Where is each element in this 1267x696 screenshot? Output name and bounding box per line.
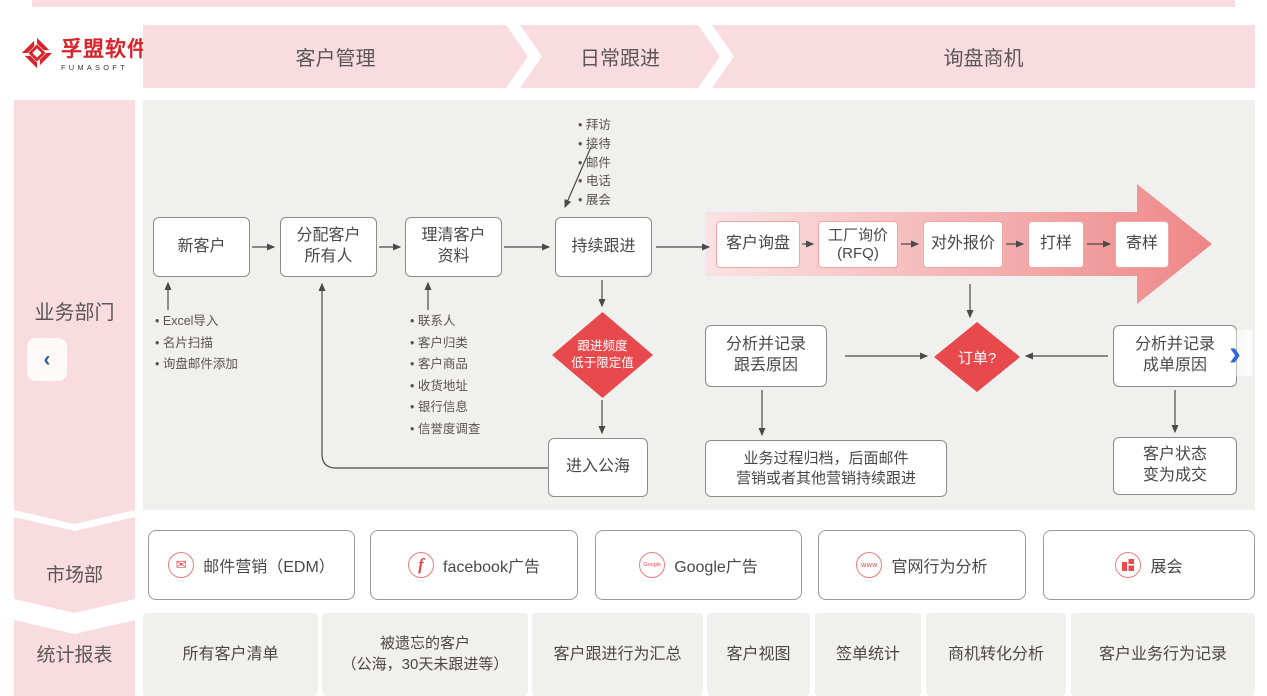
flow-box-assign-owner: 分配客户 所有人: [280, 217, 377, 277]
chevron-right-icon: ›: [1229, 332, 1241, 373]
followup-methods-list: 拜访 接待 邮件 电话 展会: [578, 116, 611, 210]
header-stage-customer-management: 客户管理: [143, 25, 528, 88]
flow-box-lost-analysis: 分析并记录 跟丢原因: [705, 325, 827, 387]
band-step-send-sample: 寄样: [1115, 221, 1169, 268]
list-item: 联系人: [410, 311, 480, 333]
fumasoft-logo-icon: [20, 36, 54, 75]
carousel-next-button[interactable]: ›: [1218, 330, 1252, 376]
chevron-left-icon: ‹: [43, 347, 51, 371]
marketing-label: Google广告: [674, 559, 758, 576]
band-step-customer-inquiry: 客户询盘: [716, 221, 800, 268]
list-item: 展会: [578, 191, 611, 210]
report-tile-followup-summary: 客户跟进行为汇总: [532, 613, 703, 696]
marketing-label: 邮件营销（EDM）: [203, 559, 335, 576]
marketing-label: 展会: [1150, 559, 1183, 576]
sidebar-section-marketing-dept: [14, 517, 135, 613]
sidebar-label-marketing-dept: 市场部: [45, 565, 103, 586]
envelope-icon: ✉: [168, 552, 195, 578]
report-tile-customer-activity-log: 客户业务行为记录: [1071, 613, 1255, 696]
report-tile-all-customers: 所有客户清单: [143, 613, 318, 696]
report-tile-customer-view: 客户视图: [707, 613, 810, 696]
header-stage-daily-followup: 日常跟进: [520, 25, 720, 88]
flow-box-won-analysis: 分析并记录 成单原因: [1113, 325, 1237, 387]
list-item: Excel导入: [155, 311, 238, 333]
band-step-factory-rfq: 工厂询价 (RFQ): [818, 221, 898, 268]
list-item: 询盘邮件添加: [155, 354, 238, 376]
flow-box-new-customer: 新客户: [153, 217, 250, 277]
flow-box-clarify-info: 理清客户 资料: [405, 217, 502, 277]
logo-subtitle: FUMASOFT: [61, 63, 128, 73]
list-item: 银行信息: [410, 397, 480, 419]
fumasoft-logo: 孚盟软件 FUMASOFT: [20, 36, 149, 75]
marketing-item-google: Google Google广告: [595, 530, 802, 600]
list-item: 接待: [578, 135, 611, 154]
list-item: 名片扫描: [155, 333, 238, 355]
booth-icon: [1115, 552, 1142, 578]
list-item: 邮件: [578, 154, 611, 173]
sidebar-label-reports: 统计报表: [36, 645, 113, 666]
list-item: 收货地址: [410, 376, 480, 398]
flow-box-process-archive: 业务过程归档，后面邮件 营销或者其他营销持续跟进: [705, 440, 947, 497]
list-item: 信誉度调查: [410, 419, 481, 441]
marketing-label: 官网行为分析: [891, 559, 988, 576]
marketing-item-exhibition: 展会: [1043, 530, 1255, 600]
report-tile-opportunity-conversion: 商机转化分析: [926, 613, 1066, 696]
google-icon: Google: [639, 552, 666, 578]
marketing-item-website-analytics: www 官网行为分析: [818, 530, 1026, 600]
sidebar-section-business-dept: [14, 100, 135, 524]
header-stage-inquiry-opportunity: 询盘商机: [712, 25, 1255, 88]
report-tile-forgotten-customers: 被遗忘的客户 （公海，30天未跟进等）: [322, 613, 528, 696]
band-step-external-quote: 对外报价: [923, 221, 1003, 268]
flow-box-continuous-followup: 持续跟进: [555, 217, 652, 277]
list-item: 拜访: [578, 116, 611, 135]
marketing-label: facebook广告: [443, 559, 540, 576]
report-tile-signing-stats: 签单统计: [815, 613, 921, 696]
marketing-item-edm: ✉ 邮件营销（EDM）: [148, 530, 355, 600]
facebook-icon: f: [408, 552, 435, 578]
list-item: 客户商品: [410, 354, 480, 376]
logo-title: 孚盟软件: [61, 37, 149, 61]
sidebar-label-business-dept: 业务部门: [34, 302, 115, 324]
band-step-sampling: 打样: [1028, 221, 1084, 268]
www-icon: www: [856, 552, 883, 578]
flow-box-status-deal-done: 客户状态 变为成交: [1113, 437, 1237, 495]
list-item: 客户归类: [410, 333, 480, 355]
top-pink-strip: [32, 0, 1235, 7]
carousel-prev-button[interactable]: ‹: [27, 338, 67, 381]
flow-box-public-pool: 进入公海: [548, 438, 648, 497]
flow-diagram-panel: [143, 100, 1255, 510]
new-customer-sources-list: Excel导入 名片扫描 询盘邮件添加: [155, 311, 238, 376]
list-item: 电话: [578, 172, 611, 191]
marketing-item-facebook: f facebook广告: [370, 530, 578, 600]
clarify-info-items-list: 联系人 客户归类 客户商品 收货地址 银行信息 信誉度调查: [410, 311, 481, 441]
